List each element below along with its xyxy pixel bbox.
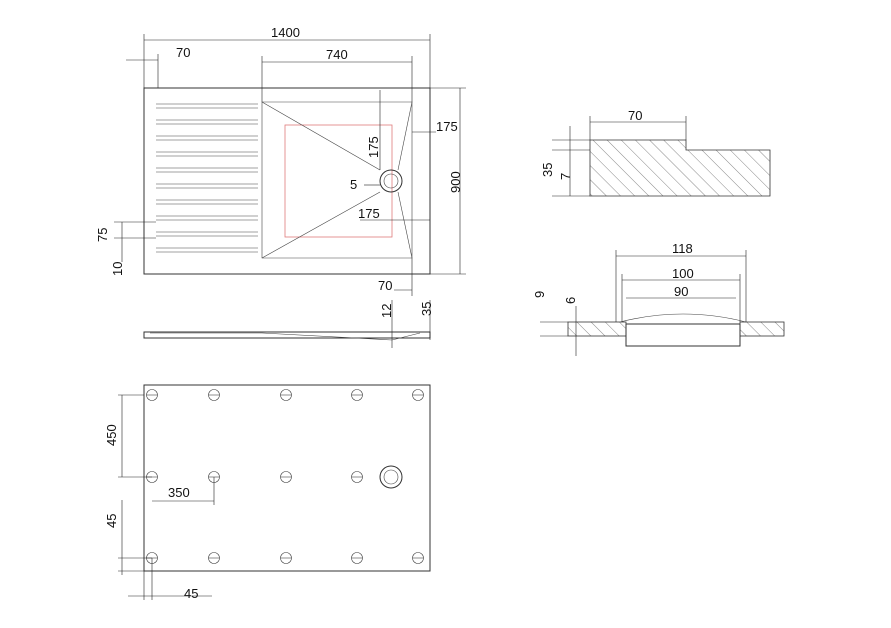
dim-height-9: 9 [532, 291, 547, 298]
drain-section: 118 100 90 9 6 [532, 241, 785, 356]
edge-section-body [589, 139, 771, 197]
dim-step-height: 7 [558, 173, 573, 180]
drain-slab-right [739, 321, 785, 337]
dim-drain-top: 175 [366, 136, 381, 158]
dim-drain-radius: 5 [350, 177, 357, 192]
slope-line-right-bottom [397, 191, 413, 259]
dim-drain-bottom: 175 [358, 206, 380, 221]
plan-view: 1400 70 740 175 900 175 175 5 75 10 [95, 25, 466, 296]
drain-outer [379, 169, 403, 193]
dim-groove-width: 10 [110, 262, 125, 276]
bottom-outline [143, 384, 431, 572]
support-feet [146, 389, 424, 564]
dim-left-margin: 70 [176, 45, 190, 60]
inner-area-outline [284, 124, 393, 238]
slope-line-right-top [397, 101, 413, 171]
dim-slope: 12 [379, 304, 394, 318]
dim-outer: 118 [672, 241, 693, 256]
edge-section: 70 35 7 [540, 108, 771, 197]
dim-total-width: 1400 [271, 25, 300, 40]
dim-total-height: 35 [540, 163, 555, 177]
dim-edge-vertical: 45 [104, 514, 119, 528]
drain-inner [383, 173, 399, 189]
dim-recess: 6 [563, 297, 578, 304]
drain-slab-left [567, 321, 627, 337]
bottom-drain-inner [383, 469, 399, 485]
dim-edge-horizontal: 45 [184, 586, 198, 601]
dim-step-width: 70 [628, 108, 642, 123]
slope-line-bottom [261, 191, 381, 259]
bottom-drain-outer [379, 465, 403, 489]
tray-outline [143, 87, 431, 275]
dim-groove-pitch: 75 [95, 228, 110, 242]
dim-mid: 100 [672, 266, 694, 281]
dim-inner: 90 [674, 284, 688, 299]
slope-line-top [261, 101, 381, 171]
dim-right-margin: 175 [436, 119, 458, 134]
dim-height: 900 [448, 171, 463, 193]
draining-grooves [156, 103, 258, 253]
bottom-view: 450 350 45 45 [104, 384, 431, 601]
dim-bottom-margin: 70 [378, 278, 392, 293]
dim-thickness: 35 [419, 302, 434, 316]
dim-col-spacing: 350 [168, 485, 190, 500]
dim-basin-width: 740 [326, 47, 348, 62]
dim-row-spacing: 450 [104, 424, 119, 446]
side-view: 12 35 [143, 300, 434, 348]
drain-body [625, 323, 741, 347]
